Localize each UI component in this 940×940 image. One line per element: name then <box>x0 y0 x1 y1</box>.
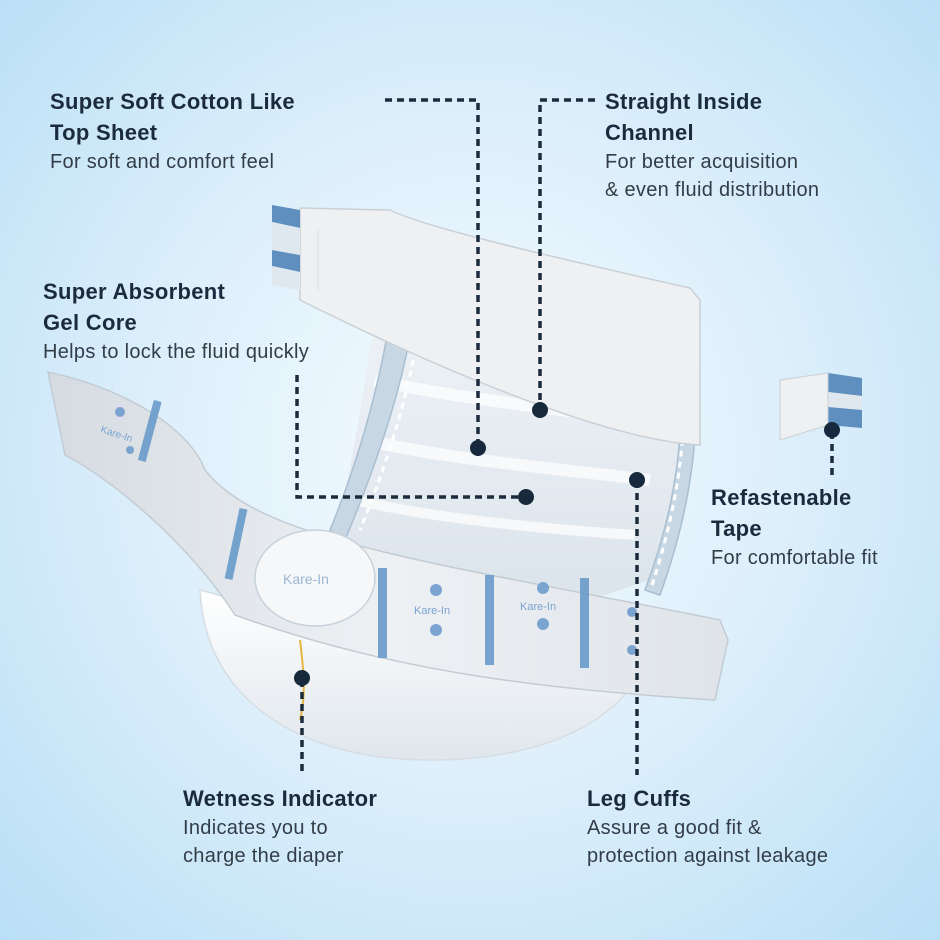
dot-tape <box>824 422 840 438</box>
feature-tape: Refastenable Tape For comfortable fit <box>711 482 878 572</box>
feature-title: Leg Cuffs <box>587 786 692 811</box>
front-waistband: Kare-In Kare-In Kare-In Kare-In <box>47 371 729 701</box>
dot-channel <box>532 402 548 418</box>
feature-description: For comfortable fit <box>711 547 878 569</box>
brand-text-panel-1: Kare-In <box>414 605 450 617</box>
feature-title: Super Soft Cotton Like Top Sheet <box>50 89 295 145</box>
dot-wetness <box>294 670 310 686</box>
dot-top-sheet <box>470 440 486 456</box>
left-tape <box>272 205 300 290</box>
feature-title: Wetness Indicator <box>183 786 378 811</box>
brand-text-panel-2: Kare-In <box>520 601 556 613</box>
feature-description: For soft and comfort feel <box>50 151 275 173</box>
feature-description: Helps to lock the fluid quickly <box>43 341 310 363</box>
leader-top-sheet <box>385 98 480 446</box>
right-tape <box>779 372 862 441</box>
feature-description: Indicates you to charge the diaper <box>183 817 344 867</box>
brand-text-main: Kare-In <box>283 571 329 587</box>
callout-dots <box>294 402 840 686</box>
feature-top-sheet: Super Soft Cotton Like Top Sheet For sof… <box>50 86 295 176</box>
feature-title: Straight Inside Channel <box>605 89 763 145</box>
brand-logo-oval <box>254 529 376 627</box>
feature-description: Assure a good fit & protection against l… <box>587 817 829 867</box>
feature-gel-core: Super Absorbent Gel Core Helps to lock t… <box>43 276 309 366</box>
back-ear-panel <box>299 207 701 446</box>
feature-description: For better acquisition & even fluid dist… <box>605 151 820 201</box>
flower-pattern <box>115 407 637 655</box>
feature-leg-cuffs: Leg Cuffs Assure a good fit & protection… <box>587 783 828 870</box>
feature-title: Refastenable Tape <box>711 485 852 541</box>
leader-channel <box>538 98 595 408</box>
feature-channel: Straight Inside Channel For better acqui… <box>605 86 819 204</box>
dot-gel-core <box>518 489 534 505</box>
callout-lines <box>295 98 834 775</box>
leader-gel-core <box>295 375 524 499</box>
dot-leg-cuffs <box>629 472 645 488</box>
feature-wetness-indicator: Wetness Indicator Indicates you to charg… <box>183 783 377 870</box>
feature-title: Super Absorbent Gel Core <box>43 279 226 335</box>
